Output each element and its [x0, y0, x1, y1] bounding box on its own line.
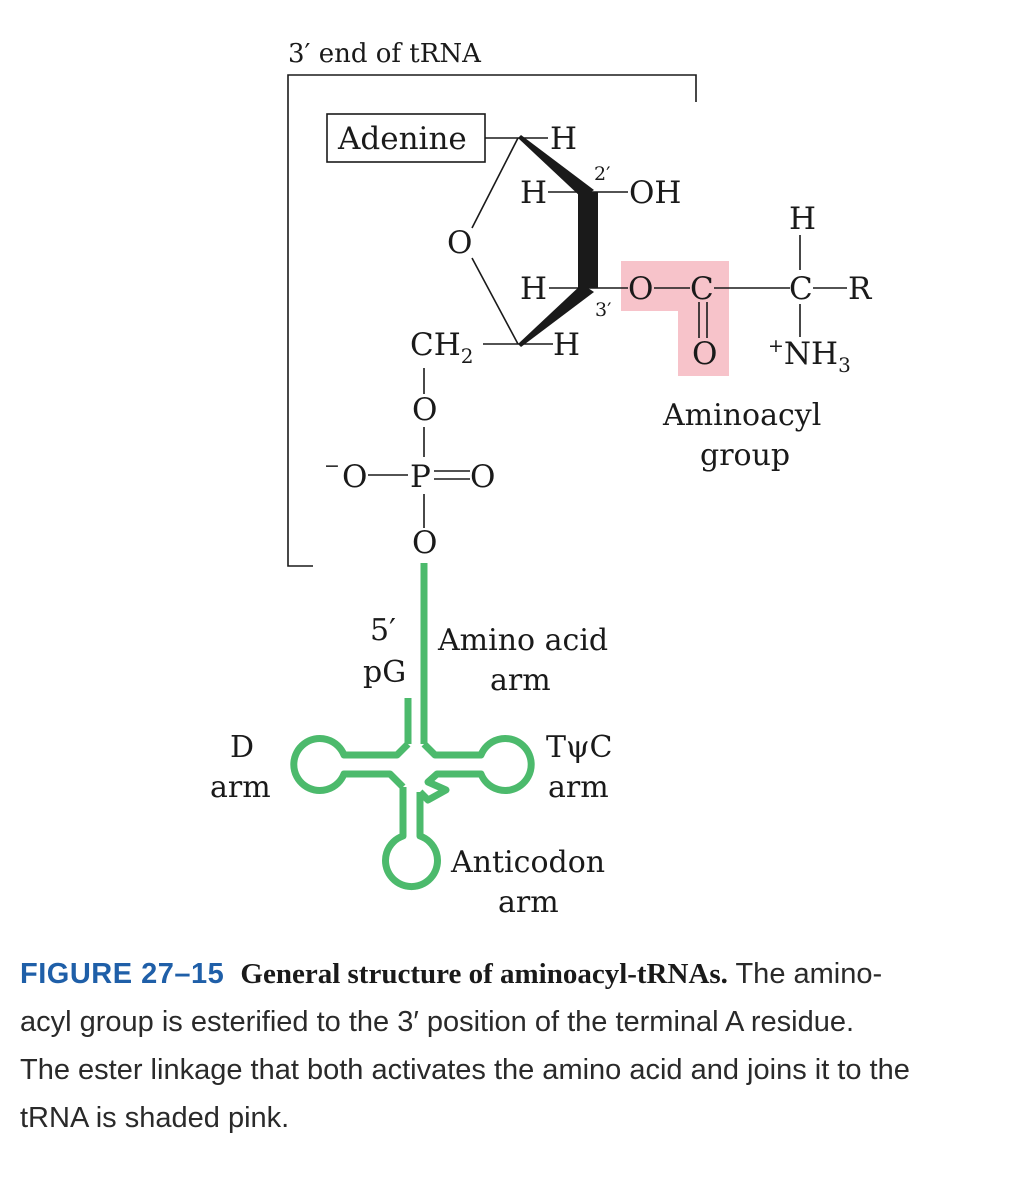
anticodon-arm [382, 787, 441, 890]
caption-title: General structure of aminoacyl-tRNAs. [240, 958, 728, 990]
prime-3-label: 3′ [595, 299, 611, 321]
amino-group: +NH3 [768, 335, 851, 377]
carbonyl-oxygen: O [692, 336, 717, 372]
phosphate-o-bottom: O [412, 525, 437, 561]
carbonyl-carbon: C [690, 271, 714, 307]
phosphate-o-left: O [342, 459, 367, 495]
adenine-label: Adenine [337, 121, 467, 157]
ribose-ring [471, 135, 628, 347]
figure-caption: FIGURE 27–15 General structure of aminoa… [20, 950, 1010, 1142]
amino-acid-arm-label-2: arm [490, 663, 551, 698]
anticodon-arm-label-2: arm [498, 885, 559, 920]
prime-2-label: 2′ [594, 163, 610, 185]
caption-line-4: tRNA is shaded pink. [20, 1102, 290, 1134]
ester-linkage-highlight [621, 261, 729, 376]
d-arm [290, 735, 411, 794]
tpsic-arm-label-2: arm [548, 770, 609, 805]
trna-cloverleaf [290, 563, 535, 890]
aminoacyl-label-2: group [700, 438, 790, 473]
ring-oxygen: O [447, 225, 472, 261]
d-arm-label-2: arm [210, 770, 271, 805]
ribose-bottom-h: H [553, 327, 580, 363]
three-prime-end-bracket [287, 74, 697, 567]
ribose-left-h-top: H [520, 175, 547, 211]
aminoacyl-label-1: Aminoacyl [662, 398, 821, 433]
aminoacyl-trna-diagram: 3′ end of tRNA Adenine H H 2′ OH O H 3′ … [210, 39, 873, 920]
bracket-label: 3′ end of tRNA [288, 39, 482, 69]
ribose-top-h: H [550, 121, 577, 157]
ribose-left-h-bottom: H [520, 271, 547, 307]
caption-text-1: The amino- [727, 958, 883, 990]
phosphorus: P [410, 459, 431, 495]
alpha-carbon: C [789, 271, 813, 307]
tpsic-arm-label-1: TψC [546, 730, 613, 765]
five-prime-label: 5′ [370, 613, 396, 648]
pg-label: pG [363, 655, 406, 690]
phosphate-o-top: O [412, 392, 437, 428]
figure-number: FIGURE 27–15 [20, 958, 225, 990]
ester-oxygen: O [628, 271, 653, 307]
caption-line-1: FIGURE 27–15 General structure of aminoa… [20, 950, 1010, 998]
tpsic-arm [417, 735, 535, 804]
hydroxyl-oh: OH [629, 175, 681, 211]
d-arm-label-1: D [230, 730, 254, 765]
ch2-label: CH2 [410, 327, 474, 368]
side-chain-r: R [848, 271, 873, 307]
alpha-h: H [789, 201, 816, 237]
caption-line-3: The ester linkage that both activates th… [20, 1054, 910, 1086]
caption-line-2: acyl group is esterified to the 3′ posit… [20, 1006, 855, 1038]
anticodon-arm-label-1: Anticodon [450, 845, 605, 880]
amino-acid-arm-label-1: Amino acid [437, 623, 608, 658]
phosphate-minus: − [324, 455, 340, 477]
phosphate-o-right: O [470, 459, 495, 495]
